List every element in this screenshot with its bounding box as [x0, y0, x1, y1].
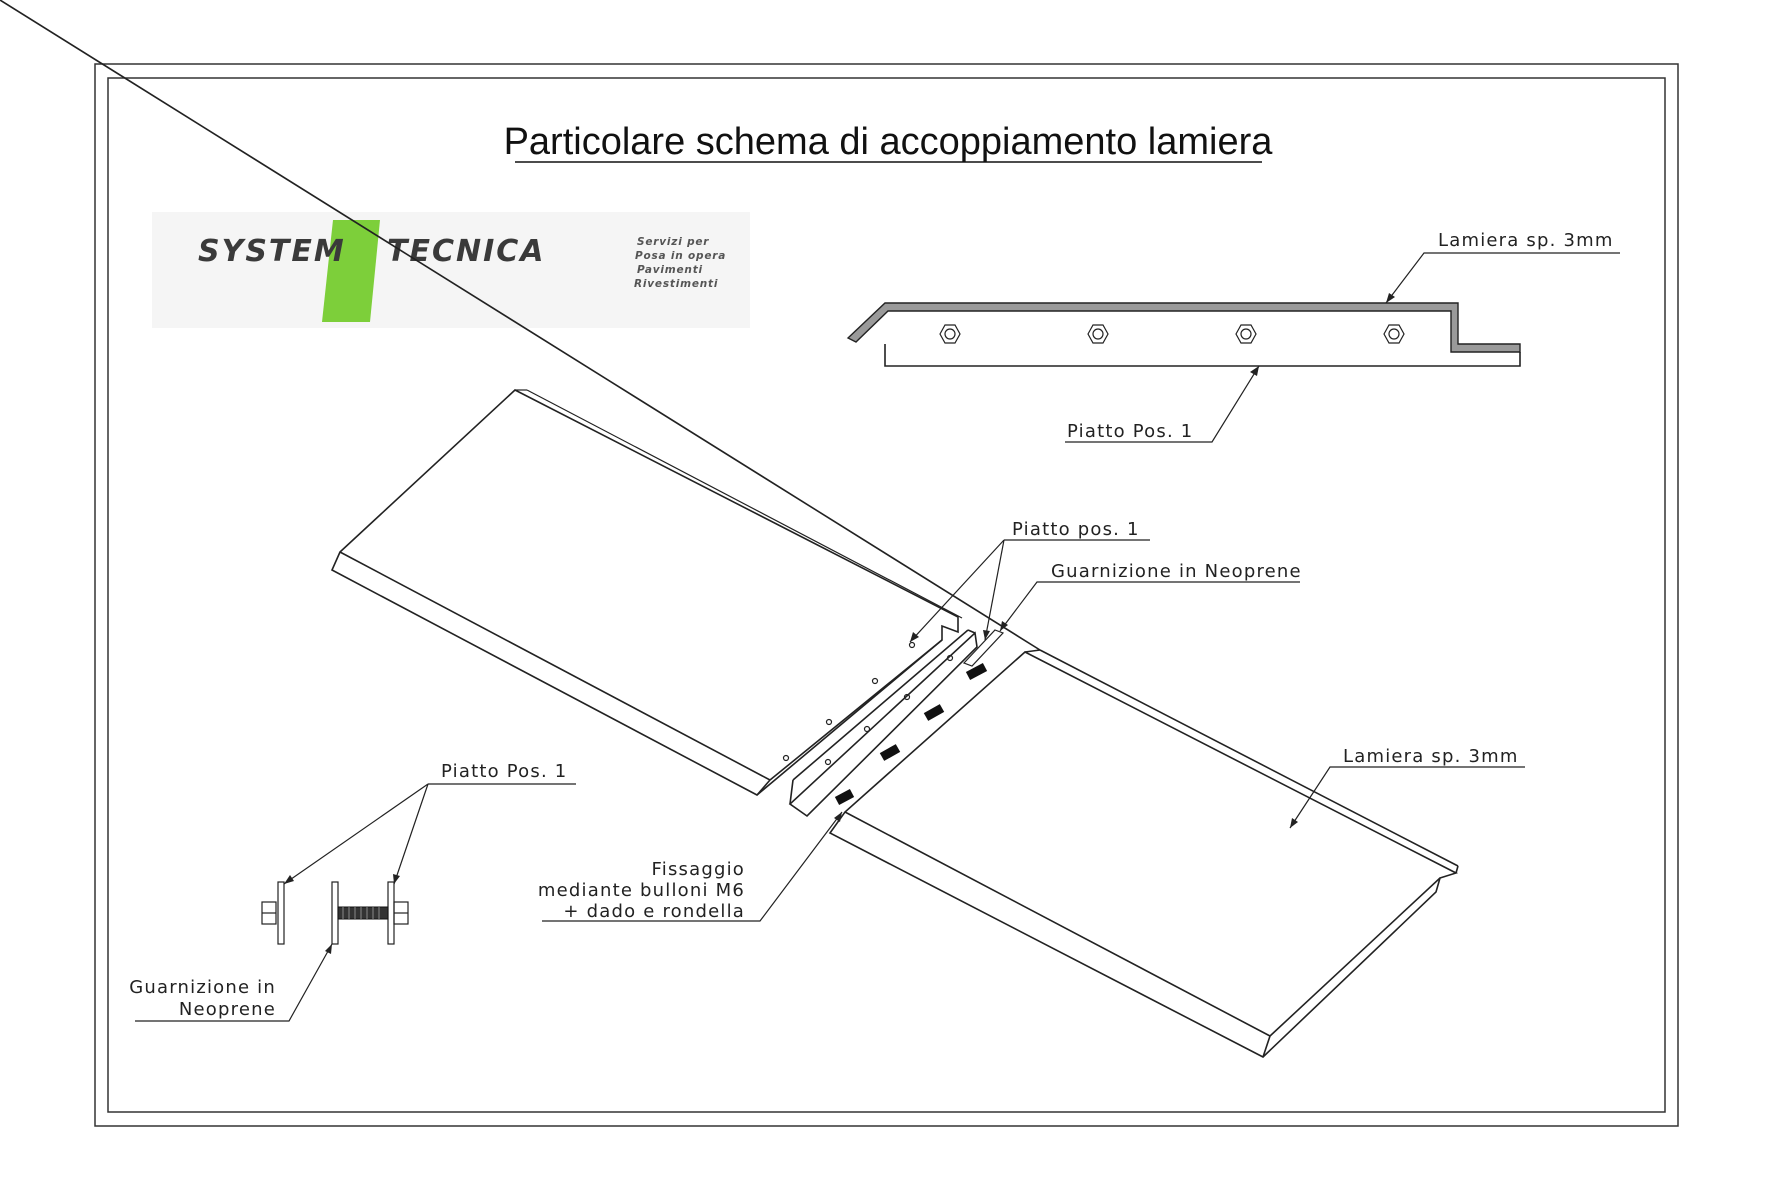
arrow-lamiera-right	[1290, 818, 1298, 828]
leader-piatto-top	[1065, 365, 1260, 443]
logo-word-system: SYSTEM	[198, 234, 346, 269]
arrow-piatto-top	[1250, 366, 1259, 376]
detail-gasket	[331, 881, 339, 945]
bolt-4	[834, 789, 855, 805]
label-guarnizione-left-1: Guarnizione in	[129, 977, 276, 998]
arrow-guarnizione-mid	[1000, 621, 1008, 631]
logo-tagline-2: Posa in opera	[635, 250, 726, 262]
bolts	[834, 663, 988, 805]
plate-section	[884, 344, 1521, 367]
arrow-piatto-mid-b	[983, 630, 990, 640]
right-sheet	[0, 0, 1459, 1058]
nut-2	[1087, 324, 1109, 344]
logo-tagline-4: Rivestimenti	[634, 278, 718, 290]
label-guarnizione-mid: Guarnizione in Neoprene	[1051, 561, 1302, 582]
company-logo: SYSTEM TECNICA Servizi per Posa in opera…	[152, 212, 750, 328]
arrow-lamiera-top	[1386, 293, 1395, 303]
nut-1	[939, 324, 961, 344]
leader-piatto-mid-a	[909, 539, 1005, 643]
leader-piatto-left-a	[283, 783, 429, 885]
label-fissaggio-2: mediante bulloni M6	[538, 880, 745, 901]
label-lamiera-right: Lamiera sp. 3mm	[1343, 746, 1519, 767]
label-piatto-left: Piatto Pos. 1	[441, 761, 567, 782]
left-sheet	[330, 389, 963, 796]
section-view	[846, 302, 1521, 367]
leader-lamiera-top	[1385, 252, 1620, 304]
label-guarnizione-left-2: Neoprene	[179, 999, 276, 1020]
label-fissaggio-1: Fissaggio	[652, 859, 746, 880]
nut-3	[1235, 324, 1257, 344]
leader-piatto-mid-b	[984, 539, 1005, 641]
arrow-piatto-left-b	[393, 874, 400, 884]
label-piatto-top: Piatto Pos. 1	[1067, 421, 1193, 442]
middle-plate	[788, 629, 978, 818]
nut-4	[1383, 324, 1405, 344]
logo-word-tecnica: TECNICA	[387, 234, 545, 269]
logo-tagline-1: Servizi per	[637, 236, 709, 248]
bolt-2	[923, 704, 945, 721]
detail-plate-left	[277, 881, 285, 945]
leader-lamiera-right	[1289, 766, 1525, 829]
arrow-piatto-mid-a	[910, 632, 919, 642]
detail-plate-right	[387, 881, 395, 945]
outer-border	[94, 63, 1679, 1127]
arrow-guarnizione-left	[325, 944, 332, 954]
logo-green-bar	[322, 220, 380, 322]
arrow-piatto-left-a	[284, 875, 294, 884]
bolt-1	[965, 663, 988, 680]
leader-fissaggio	[542, 811, 843, 922]
sheet-section	[846, 302, 1521, 353]
leader-guarnizione-left	[135, 943, 333, 1022]
inner-border	[107, 77, 1666, 1113]
arrow-fissaggio	[834, 812, 842, 822]
drawing-title: Particolare schema di accoppiamento lami…	[504, 121, 1274, 163]
leader-guarnizione-mid	[999, 581, 1300, 632]
label-piatto-mid: Piatto pos. 1	[1012, 519, 1140, 540]
label-lamiera-top: Lamiera sp. 3mm	[1438, 230, 1614, 251]
logo-tagline-3: Pavimenti	[637, 264, 703, 276]
leader-piatto-left-b	[393, 783, 429, 885]
neoprene-gasket	[962, 629, 1005, 667]
logo-background	[152, 212, 750, 328]
label-fissaggio-3: + dado e rondella	[563, 901, 745, 922]
bolt-3	[879, 744, 901, 761]
detail-threaded-rod	[337, 906, 389, 920]
bolt-detail	[261, 881, 409, 945]
